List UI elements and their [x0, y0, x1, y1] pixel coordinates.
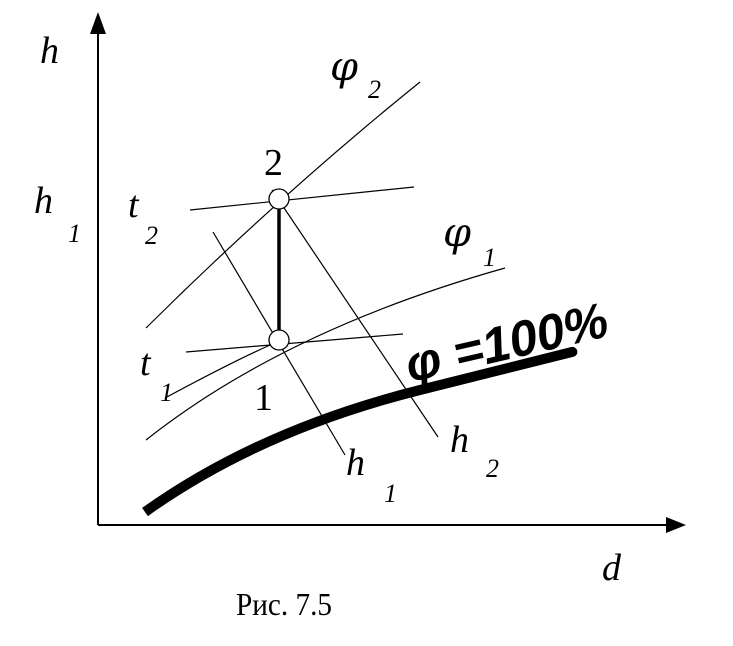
phi2-label: φ	[330, 44, 358, 90]
enthalpy-line-h2	[271, 189, 439, 438]
h2-line-label: h	[450, 419, 469, 461]
phi1-label: φ	[443, 210, 471, 256]
t2-subscript: 2	[145, 221, 158, 250]
point-1-label: 1	[254, 377, 273, 419]
h1-line-subscript: 1	[384, 479, 397, 508]
figure-caption: Рис. 7.5	[236, 586, 332, 622]
h1-line-label: h	[346, 442, 365, 484]
isotherm-t2	[189, 186, 415, 211]
phi1-subscript: 1	[483, 243, 496, 272]
t1-subscript: 1	[160, 378, 173, 407]
point-2-label: 2	[264, 142, 283, 184]
saturation-label: φ =100%	[400, 292, 613, 393]
h2-line-subscript: 2	[486, 454, 499, 483]
state-point-1	[268, 329, 290, 351]
t1-label: t	[140, 342, 152, 384]
t2-label: t	[128, 184, 140, 226]
x-axis-arrow-icon	[666, 517, 686, 533]
y-axis-arrow-icon	[90, 12, 106, 34]
saturation-curve	[142, 346, 578, 517]
h1-axis-label: h	[34, 180, 53, 222]
phi2-subscript: 2	[368, 75, 381, 104]
x-axis-label: d	[602, 547, 622, 589]
h1-axis-subscript: 1	[68, 219, 81, 248]
state-point-2	[268, 188, 290, 210]
y-axis-label: h	[40, 30, 59, 72]
isotherm-t1	[185, 333, 404, 353]
